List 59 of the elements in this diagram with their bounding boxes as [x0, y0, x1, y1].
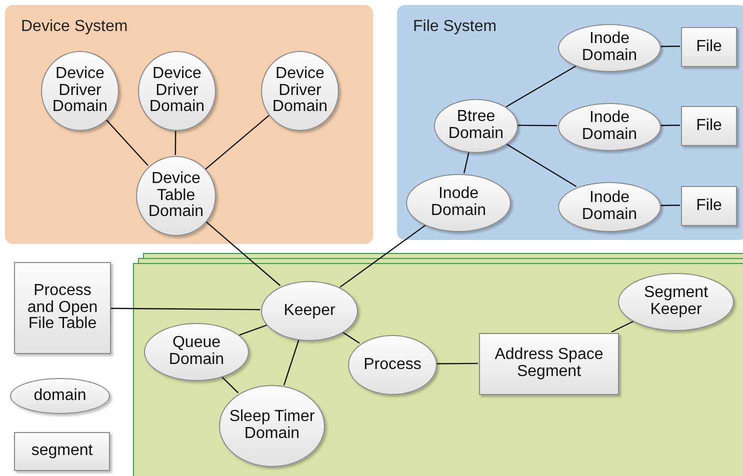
segment-box: [479, 333, 619, 395]
node-label: File: [696, 38, 722, 56]
connector-line: [436, 362, 478, 364]
domain-ellipse: [558, 24, 661, 72]
connector-line: [517, 124, 557, 126]
node-label: Inode Domain: [580, 110, 638, 144]
connector-line: [611, 320, 634, 333]
node-label: Btree Domain: [447, 109, 505, 143]
node-label: Inode Domain: [430, 186, 488, 220]
domain-ellipse: [219, 385, 325, 467]
connector-line: [506, 65, 577, 108]
connector-line: [111, 308, 260, 310]
group-panel: [5, 5, 373, 244]
segment-box: [681, 27, 737, 67]
domain-ellipse: [261, 51, 339, 131]
connector-line: [283, 339, 300, 386]
node-label: Device Table Domain: [147, 170, 205, 222]
domain-ellipse: [558, 103, 661, 151]
segment-box: [14, 262, 111, 354]
connector-line: [463, 152, 470, 174]
domain-ellipse: [136, 156, 216, 236]
node-label: Keeper: [284, 302, 336, 320]
group-panel: [397, 5, 743, 240]
connector-line: [342, 331, 360, 344]
node-label: Device Driver Domain: [51, 66, 109, 116]
node-label: Segment Keeper: [642, 285, 710, 319]
connector-line: [505, 143, 577, 187]
legend-entry: segment: [14, 432, 110, 471]
segment-box: [681, 186, 737, 226]
node-label: Device Driver Domain: [148, 66, 206, 116]
node-label: Inode Domain: [580, 31, 638, 65]
panel-title: Device System: [21, 18, 128, 36]
node-label: Sleep Timer Domain: [228, 409, 316, 443]
connector-line: [220, 376, 239, 394]
node-label: Inode Domain: [580, 190, 638, 224]
connector-line: [205, 115, 270, 170]
connector-line: [239, 324, 267, 336]
segment-box: [681, 106, 737, 146]
connector-line: [174, 130, 176, 155]
node-label: Process: [364, 356, 422, 374]
domain-ellipse: [348, 335, 437, 395]
node-label: Queue Domain: [168, 335, 226, 369]
legend-entry: domain: [10, 378, 110, 414]
node-label: File: [696, 118, 722, 134]
domain-ellipse: [558, 182, 661, 232]
connector-line: [660, 204, 680, 206]
connector-line: [660, 124, 680, 126]
connector-line: [340, 224, 426, 288]
group-panel: [133, 263, 743, 476]
node-label: Process and Open File Table: [26, 282, 99, 334]
domain-ellipse: [261, 281, 358, 341]
node-label: File: [696, 198, 722, 214]
domain-ellipse: [434, 99, 518, 153]
node-label: Device Driver Domain: [271, 66, 329, 116]
connector-line: [105, 118, 148, 166]
connector-line: [660, 46, 680, 48]
panel-title: File System: [413, 18, 497, 36]
node-label: Address Space Segment: [494, 347, 604, 381]
connector-line: [204, 220, 281, 286]
